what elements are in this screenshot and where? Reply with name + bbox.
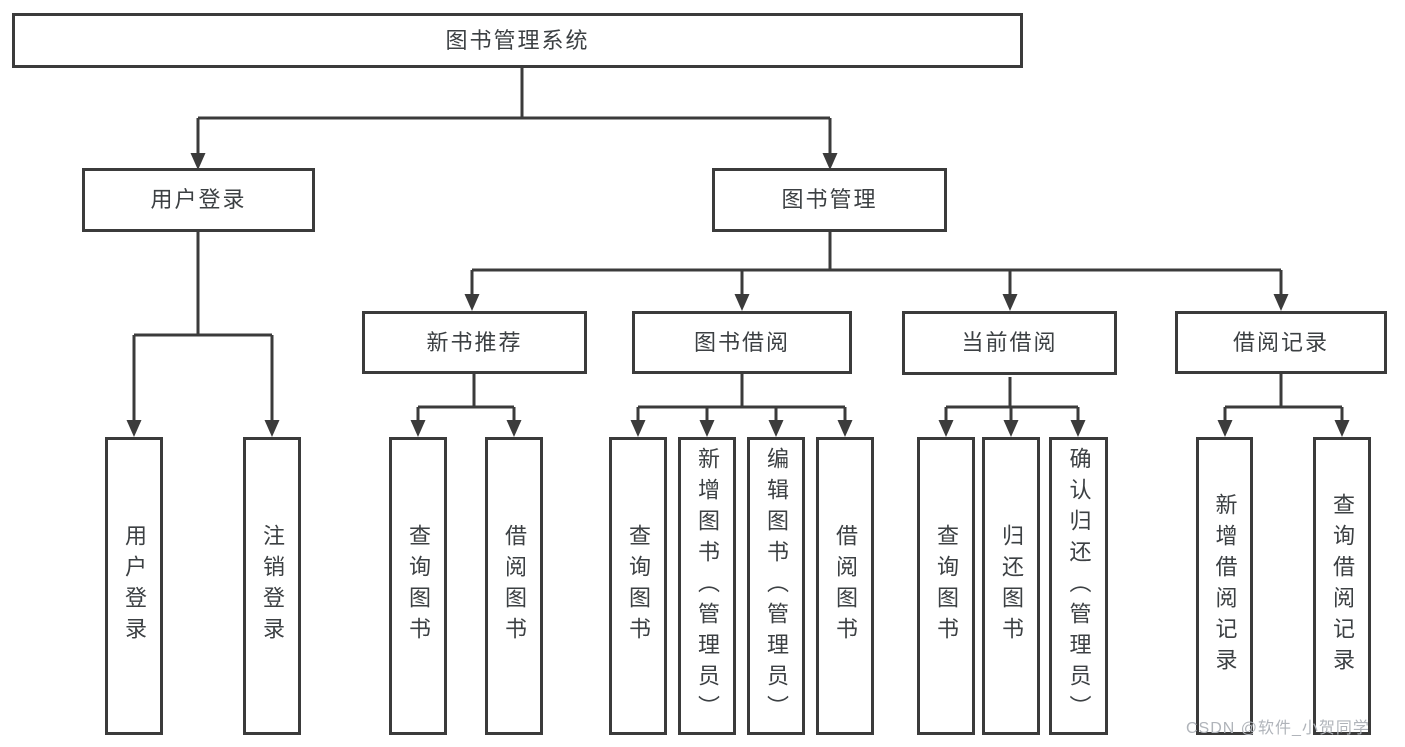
leaf-borrow-books: 借阅图书 bbox=[816, 437, 874, 735]
node-current-borrow: 当前借阅 bbox=[902, 311, 1117, 375]
leaf-query-borrow-record: 查询借阅记录 bbox=[1313, 437, 1371, 735]
node-new-book-recommend: 新书推荐 bbox=[362, 311, 587, 374]
leaf-logout: 注销登录 bbox=[243, 437, 301, 735]
node-library-management-system: 图书管理系统 bbox=[12, 13, 1023, 68]
node-book-borrow: 图书借阅 bbox=[632, 311, 852, 374]
leaf-edit-books-admin: 编辑图书（管理员） bbox=[747, 437, 805, 735]
leaf-confirm-return-admin: 确认归还（管理员） bbox=[1049, 437, 1108, 735]
arrowheads bbox=[126, 153, 1350, 437]
leaf-add-books-admin: 新增图书（管理员） bbox=[678, 437, 736, 735]
node-user-login: 用户登录 bbox=[82, 168, 315, 232]
leaf-current-query-books: 查询图书 bbox=[917, 437, 975, 735]
leaf-return-books: 归还图书 bbox=[982, 437, 1040, 735]
leaf-user-login: 用户登录 bbox=[105, 437, 163, 735]
csdn-watermark: CSDN @软件_小贺同学 bbox=[1186, 720, 1370, 737]
leaf-recommend-borrow-books: 借阅图书 bbox=[485, 437, 543, 735]
leaf-recommend-query-books: 查询图书 bbox=[389, 437, 447, 735]
node-borrow-records: 借阅记录 bbox=[1175, 311, 1387, 374]
leaf-add-borrow-record: 新增借阅记录 bbox=[1196, 437, 1253, 735]
leaf-borrow-query-books: 查询图书 bbox=[609, 437, 667, 735]
node-book-management: 图书管理 bbox=[712, 168, 947, 232]
